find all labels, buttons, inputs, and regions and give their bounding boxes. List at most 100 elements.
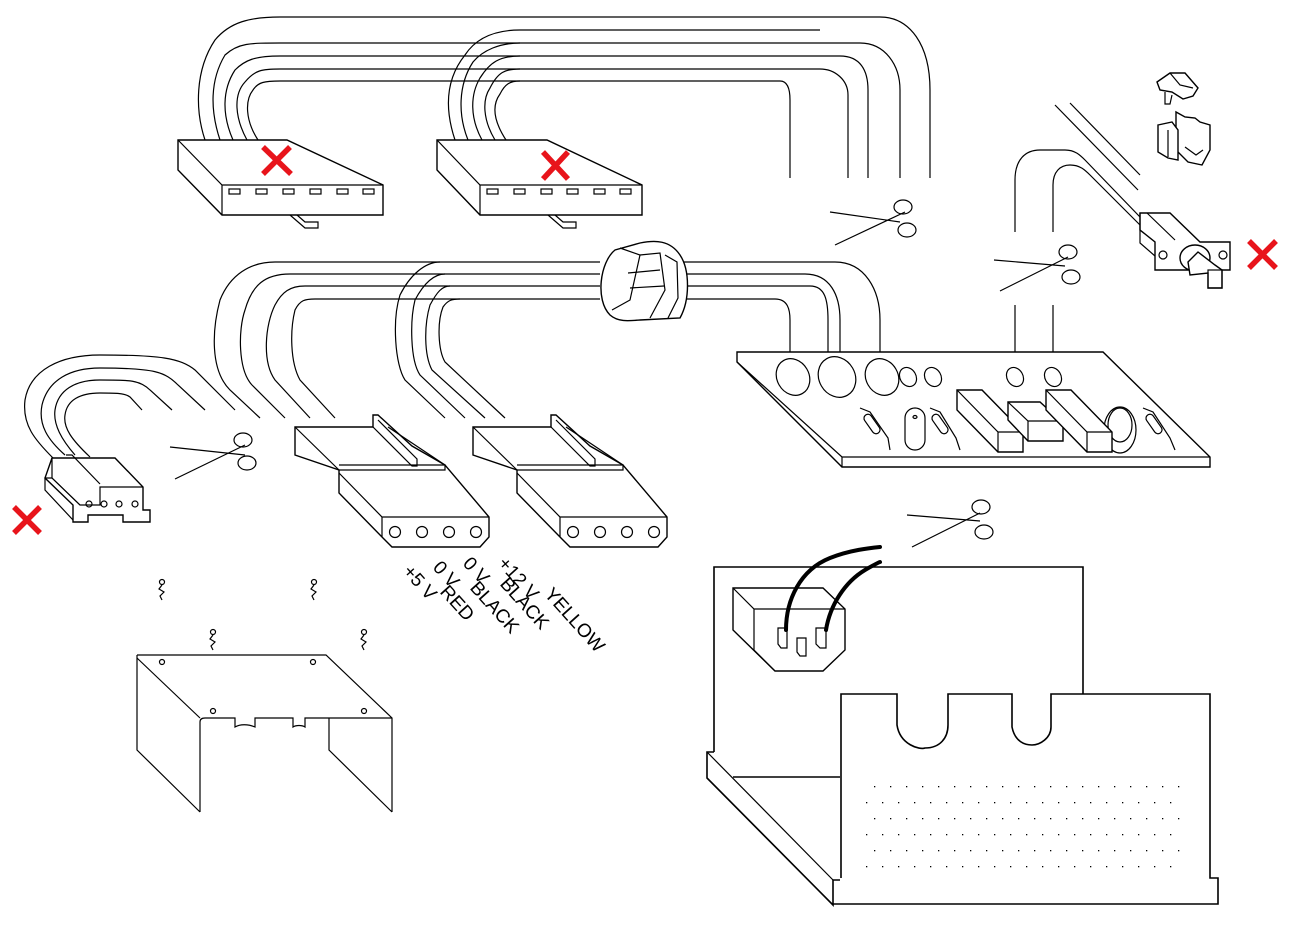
vent-hole bbox=[890, 818, 892, 820]
middle-cable-bundle bbox=[213, 261, 881, 419]
vent-hole bbox=[970, 786, 972, 788]
vent-hole bbox=[922, 818, 924, 820]
ac-inlet-socket bbox=[732, 587, 846, 672]
vent-hole bbox=[994, 802, 996, 804]
vent-hole bbox=[1090, 802, 1092, 804]
vent-hole bbox=[1042, 834, 1044, 836]
vent-hole bbox=[1130, 850, 1132, 852]
vent-hole bbox=[1098, 818, 1100, 820]
vent-hole bbox=[890, 786, 892, 788]
vent-hole bbox=[882, 802, 884, 804]
vent-hole bbox=[1010, 834, 1012, 836]
vent-hole bbox=[954, 818, 956, 820]
vent-hole bbox=[1090, 834, 1092, 836]
vent-hole bbox=[1066, 850, 1068, 852]
vent-hole bbox=[1130, 786, 1132, 788]
vent-hole bbox=[986, 786, 988, 788]
vent-hole bbox=[962, 802, 964, 804]
vent-hole bbox=[1178, 786, 1180, 788]
vent-hole bbox=[1042, 802, 1044, 804]
cable-grommet bbox=[600, 240, 689, 322]
pin-slots bbox=[228, 188, 375, 195]
vent-hole bbox=[1130, 818, 1132, 820]
vent-hole bbox=[898, 866, 900, 868]
vent-hole bbox=[1050, 818, 1052, 820]
vent-hole bbox=[938, 786, 940, 788]
vent-hole bbox=[1106, 802, 1108, 804]
scissors-icon bbox=[906, 499, 994, 548]
screw-icon bbox=[360, 628, 368, 651]
vent-hole bbox=[1170, 802, 1172, 804]
wire-label-4: +12 V YELLOW bbox=[493, 553, 608, 657]
vent-hole bbox=[874, 850, 876, 852]
vent-hole bbox=[1162, 850, 1164, 852]
vent-hole bbox=[970, 850, 972, 852]
vent-hole bbox=[1098, 850, 1100, 852]
vent-hole bbox=[922, 786, 924, 788]
vent-hole bbox=[1074, 834, 1076, 836]
vent-hole bbox=[970, 818, 972, 820]
vent-hole bbox=[1154, 866, 1156, 868]
vent-hole bbox=[1026, 802, 1028, 804]
vent-hole bbox=[882, 866, 884, 868]
power-switch bbox=[1139, 212, 1231, 289]
vent-hole bbox=[1114, 850, 1116, 852]
vent-hole bbox=[1050, 850, 1052, 852]
vent-hole bbox=[1058, 834, 1060, 836]
vent-hole bbox=[1146, 786, 1148, 788]
switch-cable bbox=[1014, 102, 1141, 370]
vent-hole bbox=[1034, 818, 1036, 820]
vent-hole bbox=[938, 850, 940, 852]
vent-hole bbox=[994, 834, 996, 836]
vent-hole bbox=[1154, 802, 1156, 804]
vent-hole bbox=[1074, 866, 1076, 868]
vent-hole bbox=[1106, 834, 1108, 836]
psu-cover bbox=[136, 654, 393, 813]
wire-voltage: 0 V bbox=[458, 553, 493, 588]
scissors-icon bbox=[829, 199, 917, 246]
screw-icon bbox=[158, 578, 166, 601]
vent-hole bbox=[986, 818, 988, 820]
floppy-cable bbox=[23, 354, 236, 459]
vent-hole bbox=[962, 834, 964, 836]
vent-hole bbox=[1122, 834, 1124, 836]
vent-hole bbox=[1138, 866, 1140, 868]
vent-hole bbox=[1146, 818, 1148, 820]
pin-slots bbox=[486, 188, 632, 195]
vent-hole bbox=[1066, 818, 1068, 820]
vent-hole bbox=[1018, 850, 1020, 852]
vent-hole bbox=[1178, 850, 1180, 852]
motherboard-connector-2 bbox=[436, 139, 643, 229]
floppy-power-connector bbox=[44, 454, 151, 523]
ac-power-wires bbox=[784, 545, 882, 632]
vent-hole bbox=[1154, 834, 1156, 836]
molex-connector-2 bbox=[472, 414, 668, 548]
vent-hole bbox=[930, 834, 932, 836]
vent-hole bbox=[1010, 866, 1012, 868]
vent-hole bbox=[906, 786, 908, 788]
vent-hole bbox=[866, 802, 868, 804]
remove-mark-icon bbox=[1247, 239, 1278, 270]
scissors-icon bbox=[169, 432, 257, 480]
vent-hole bbox=[1018, 818, 1020, 820]
screw-icon bbox=[209, 628, 217, 651]
vent-hole bbox=[890, 850, 892, 852]
vent-hole bbox=[1098, 786, 1100, 788]
vent-hole bbox=[906, 818, 908, 820]
vent-holes bbox=[866, 786, 1180, 868]
psu-circuit-board bbox=[736, 351, 1211, 468]
vent-hole bbox=[1162, 786, 1164, 788]
vent-hole bbox=[1082, 818, 1084, 820]
vent-hole bbox=[1002, 850, 1004, 852]
vent-hole bbox=[1090, 866, 1092, 868]
vent-hole bbox=[978, 834, 980, 836]
scissors-icon bbox=[993, 244, 1081, 292]
remove-mark-icon bbox=[261, 145, 293, 176]
vent-hole bbox=[898, 834, 900, 836]
vent-hole bbox=[930, 866, 932, 868]
switch-clip bbox=[1156, 72, 1211, 166]
vent-hole bbox=[946, 866, 948, 868]
vent-hole bbox=[938, 818, 940, 820]
vent-hole bbox=[866, 866, 868, 868]
